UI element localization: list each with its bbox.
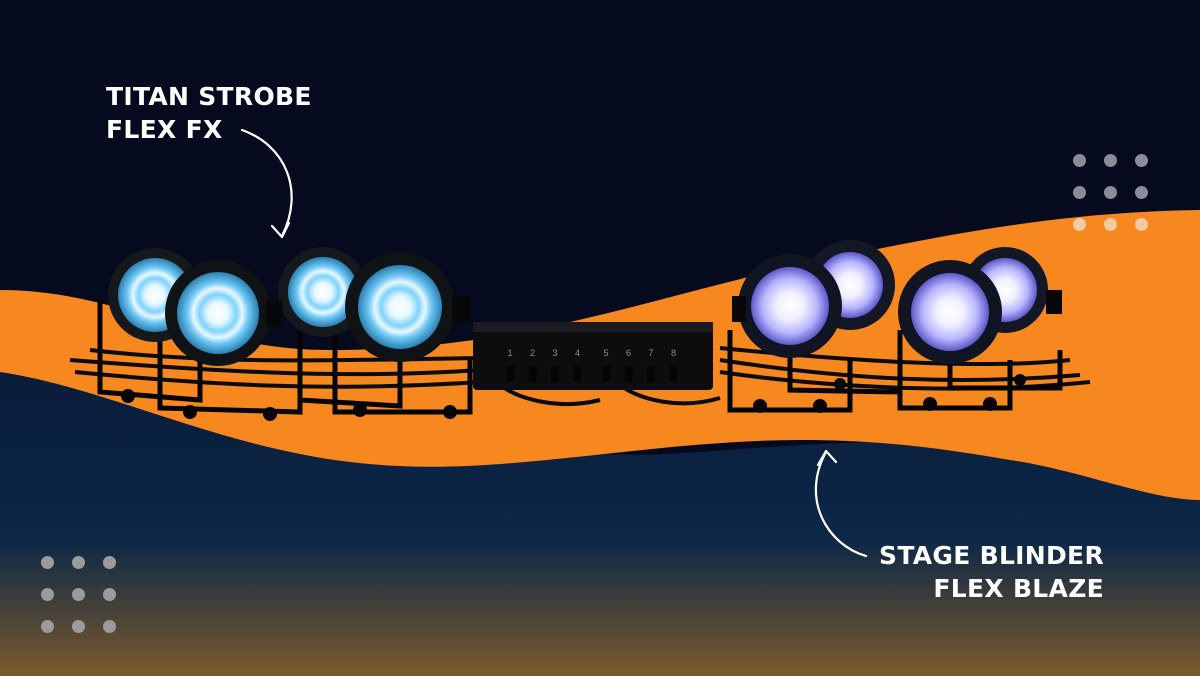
channel-number: 8 [671, 348, 676, 358]
dot [1073, 154, 1086, 167]
strobe-fixture [165, 260, 282, 366]
channel-number: 6 [626, 348, 631, 358]
blinder-fixture [898, 260, 1002, 364]
channel-number: 2 [530, 348, 535, 358]
titan-strobe-label: TITAN STROBE FLEX FX [106, 82, 312, 144]
dot [41, 588, 54, 601]
dot-grid-decoration-bottom [41, 556, 116, 633]
dot [72, 556, 85, 569]
dot [41, 620, 54, 633]
channel-port [528, 366, 537, 382]
channel-number: 1 [507, 348, 512, 358]
dot [72, 620, 85, 633]
channel-port [602, 366, 610, 382]
titan-strobe-group [108, 247, 470, 366]
channel-port [551, 366, 559, 382]
channel-port [669, 366, 678, 382]
controller-box: 1 2 3 4 5 6 7 8 [473, 322, 713, 390]
strobe-fixture [278, 247, 368, 337]
dot-grid-decoration-top [1073, 154, 1148, 231]
channel-port [647, 366, 655, 382]
dot [1073, 186, 1086, 199]
channel-port [573, 366, 582, 382]
channel-port [506, 366, 514, 382]
dot [1104, 154, 1117, 167]
stage-blinder-label: STAGE BLINDER FLEX BLAZE [879, 541, 1104, 603]
dot [41, 556, 54, 569]
dot [1135, 218, 1148, 231]
dot [72, 588, 85, 601]
channel-number: 7 [648, 348, 653, 358]
channel-port [624, 366, 633, 382]
dot [103, 620, 116, 633]
dot [1135, 154, 1148, 167]
dot [103, 556, 116, 569]
dot [1104, 218, 1117, 231]
blinder-fixture [732, 254, 842, 358]
dot [1073, 218, 1086, 231]
stage-blinder-group [732, 240, 1062, 364]
dot [103, 588, 116, 601]
channel-number: 3 [552, 348, 557, 358]
bracket-knobs [121, 374, 1026, 421]
dot [1135, 186, 1148, 199]
channel-number: 4 [575, 348, 580, 358]
dot [1104, 186, 1117, 199]
channel-number: 5 [603, 348, 608, 358]
strobe-fixture [345, 252, 470, 362]
